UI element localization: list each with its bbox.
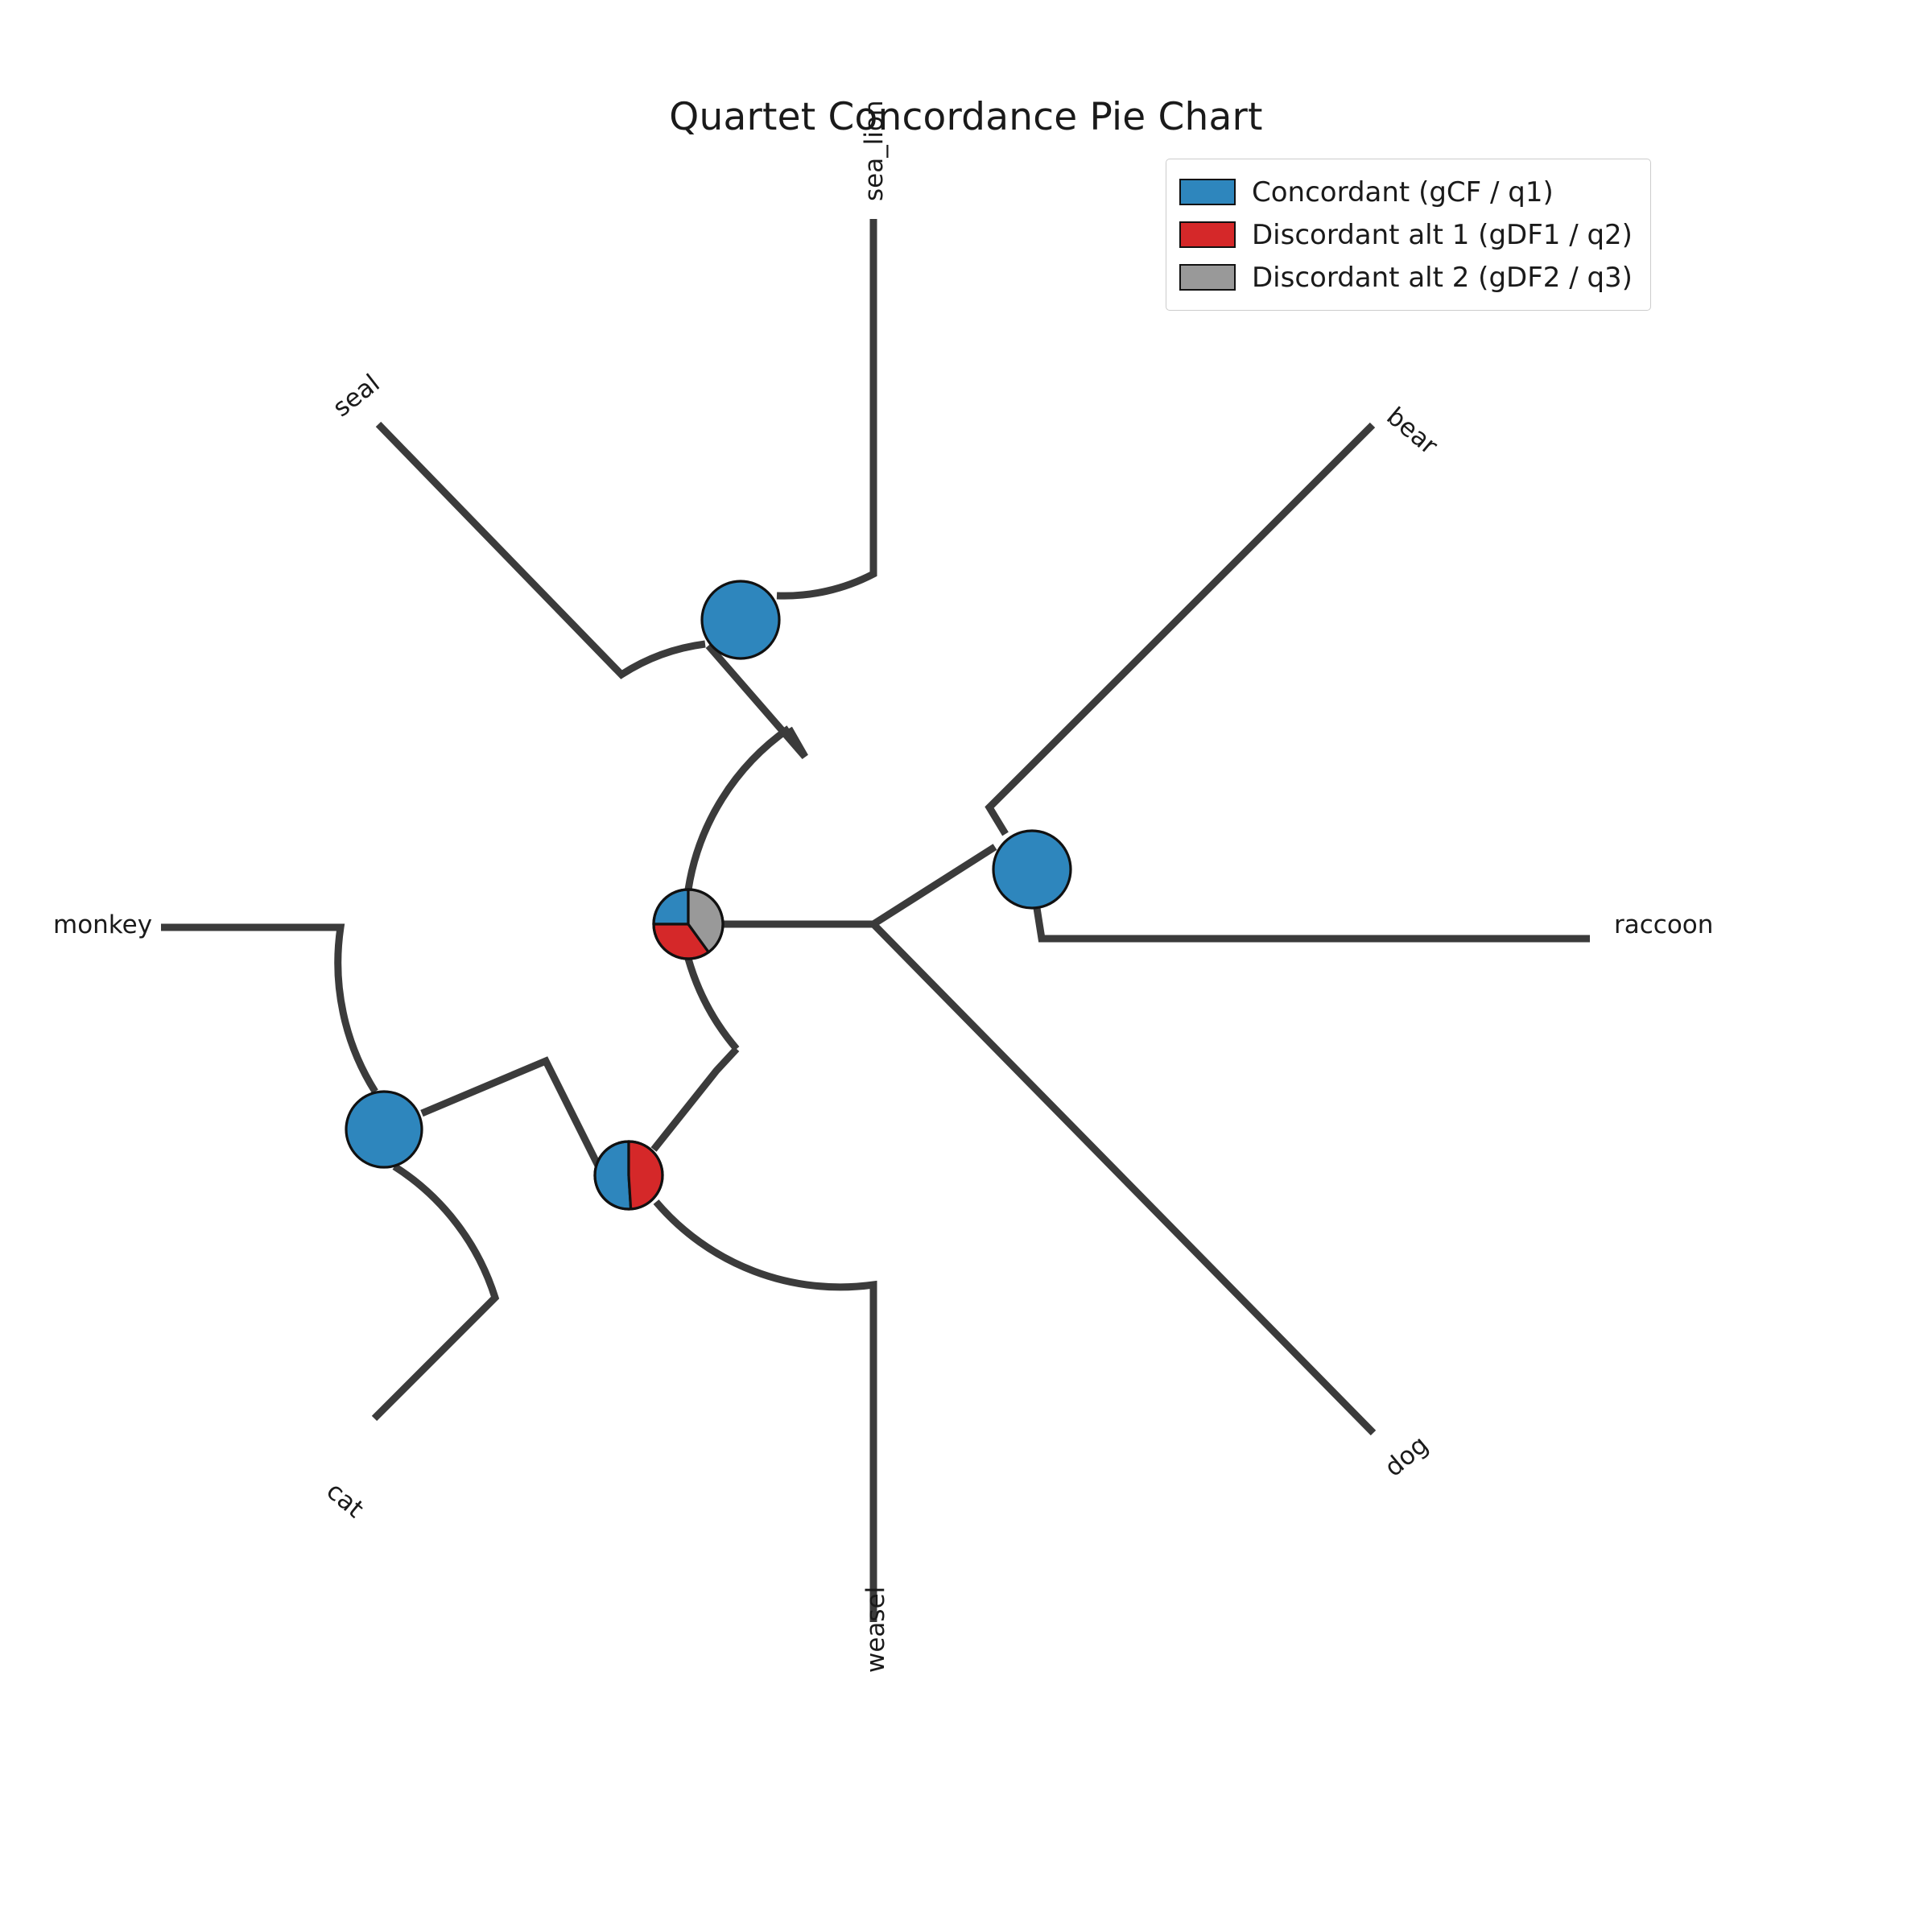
legend-item-discordant-alt1[interactable]: Discordant alt 1 (gDF1 / q2) <box>1179 213 1633 256</box>
branch-to-monkey <box>161 923 378 1094</box>
branch-root-to-bearclade <box>871 844 997 927</box>
node-pie-lower[interactable] <box>593 1140 664 1211</box>
branch-center-to-sealclade-arc <box>684 725 791 890</box>
tip-label-raccoon: raccoon <box>1614 910 1714 939</box>
legend-swatch-concordant <box>1179 179 1236 205</box>
tree-branches <box>161 219 1590 1622</box>
legend: Concordant (gCF / q1) Discordant alt 1 (… <box>1166 159 1651 311</box>
node-pie-monkey_cat[interactable] <box>345 1090 423 1169</box>
branch-lowerclade-stem <box>650 1046 740 1152</box>
legend-label-concordant: Concordant (gCF / q1) <box>1252 175 1554 208</box>
legend-swatch-discordant-alt2 <box>1179 264 1236 291</box>
pie-slice-1 <box>627 1140 664 1211</box>
legend-label-discordant-alt1: Discordant alt 1 (gDF1 / q2) <box>1252 218 1633 251</box>
branch-sealclade-stem <box>705 643 808 759</box>
node-pie-bear_raccoon[interactable] <box>992 829 1072 910</box>
pie-outline <box>593 1140 664 1211</box>
branch-to-weasel <box>653 1199 877 1622</box>
legend-item-concordant[interactable]: Concordant (gCF / q1) <box>1179 171 1633 213</box>
tree-node-pies <box>345 580 1072 1211</box>
tip-label-sea_lion: sea_lion <box>860 100 889 201</box>
pie-slice-full <box>700 580 781 660</box>
branch-center-to-lowerclade-arc <box>684 957 740 1051</box>
node-pie-seal_sealion[interactable] <box>700 580 781 660</box>
pie-slice-full <box>345 1090 423 1169</box>
branch-to-sea_lion <box>776 219 877 600</box>
branch-to-cat <box>371 1163 500 1422</box>
legend-item-discordant-alt2[interactable]: Discordant alt 2 (gDF2 / q3) <box>1179 256 1633 299</box>
legend-swatch-discordant-alt1 <box>1179 221 1236 248</box>
branch-to-raccoon <box>1033 907 1590 943</box>
pie-outline <box>652 888 724 960</box>
branch-to-bear <box>985 422 1376 836</box>
pie-slice-full <box>992 829 1072 910</box>
pie-slice-0 <box>593 1140 633 1211</box>
node-pie-center[interactable] <box>652 888 724 960</box>
tip-label-monkey: monkey <box>53 910 153 939</box>
branch-to-seal <box>375 421 706 679</box>
legend-label-discordant-alt2: Discordant alt 2 (gDF2 / q3) <box>1252 261 1633 294</box>
branch-to-dog <box>870 921 1377 1436</box>
page-title: Quartet Concordance Pie Chart <box>669 95 1263 139</box>
tip-label-weasel: weasel <box>861 1586 890 1673</box>
branch-lowerclade-to-monkeycat <box>420 1056 604 1171</box>
